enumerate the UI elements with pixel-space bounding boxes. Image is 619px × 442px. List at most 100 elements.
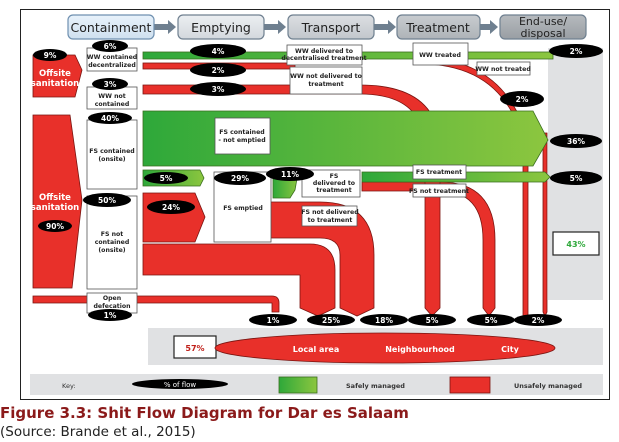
- percent-value: 24%: [162, 203, 180, 212]
- percent-ellipse: [190, 44, 246, 58]
- stage-containment[interactable]: Containment: [67, 14, 155, 40]
- key-unsafe-label: Unsafely managed: [514, 382, 582, 390]
- percent-value: 3%: [104, 80, 117, 89]
- safe-total-value: 43%: [566, 240, 585, 249]
- percent-value: 9%: [44, 51, 57, 60]
- label-fs-contained: FS contained(onsite): [89, 148, 134, 163]
- badge-outflow: 5%: [408, 314, 456, 326]
- stage-treatment[interactable]: Treatment: [396, 14, 481, 40]
- figure-caption-source: (Source: Brande et al., 2015): [0, 424, 196, 440]
- badge-fs-delivered: 11%: [266, 167, 314, 181]
- percent-ellipse: [190, 63, 246, 77]
- percent-badges: 9%90%6%3%40%50%1%4%2%3%5%24%29%11%2%2%36…: [33, 40, 603, 326]
- box-fs-not-delivered: [301, 205, 358, 227]
- percent-value: 2%: [516, 95, 529, 104]
- percent-ellipse: [266, 167, 314, 181]
- stage-label: Treatment: [405, 20, 470, 35]
- key-unsafe-swatch: [449, 376, 491, 394]
- percent-value: 6%: [104, 42, 117, 51]
- flow-fs-not-contained: [142, 243, 336, 317]
- percent-ellipse: [408, 314, 456, 326]
- label-fs-not-emptied: FS contained- not emptied: [218, 129, 265, 144]
- stage-transport[interactable]: Transport: [287, 14, 375, 40]
- percent-value: 1%: [267, 316, 280, 325]
- percent-ellipse: [88, 112, 132, 124]
- label-fs-treatment: FS treatment: [416, 169, 462, 176]
- stage-label: Transport: [301, 20, 361, 35]
- percent-ellipse: [360, 314, 408, 326]
- percent-value: 5%: [570, 174, 583, 183]
- impact-ellipse: [214, 332, 556, 364]
- label-fs-emptied: FS emptied: [223, 205, 263, 212]
- stage-connectors: [153, 20, 498, 34]
- percent-ellipse: [147, 200, 195, 214]
- percent-ellipse: [549, 44, 603, 58]
- stage-label: Emptying: [191, 20, 251, 35]
- impact-local-area: Local area: [293, 345, 339, 354]
- percent-ellipse: [550, 171, 602, 185]
- stage-emptying[interactable]: Emptying: [177, 14, 265, 40]
- percent-value: 29%: [231, 174, 249, 183]
- badge-enduse-ww: 2%: [549, 44, 603, 58]
- percent-value: 2%: [532, 316, 545, 325]
- badge-ww-not-contained: 3%: [92, 78, 128, 90]
- badge-fs-emptied: 29%: [214, 171, 266, 185]
- percent-value: 5%: [485, 316, 498, 325]
- badge-outflow: 25%: [307, 314, 355, 326]
- stage-label: End-use/: [519, 15, 567, 28]
- badge-ww-not-treated: 2%: [500, 91, 544, 107]
- source-onsite-sanitation[interactable]: [32, 114, 83, 289]
- impact-neighbourhood: Neighbourhood: [385, 345, 455, 354]
- flow-open-defecation: [32, 295, 280, 313]
- percent-ellipse: [144, 172, 188, 184]
- svg-text:disposal: disposal: [520, 27, 565, 40]
- badge-offsite: 9%: [33, 49, 67, 61]
- percent-ellipse: [214, 171, 266, 185]
- percent-ellipse: [307, 314, 355, 326]
- badge-outflow: 2%: [514, 314, 562, 326]
- badge-fs-emptied-unsafe: 24%: [147, 200, 195, 214]
- label-fs-not-treatment: FS not treatment: [409, 188, 469, 195]
- stage-end-use-disposal[interactable]: End-use/ disposal: [499, 14, 587, 40]
- box-fs-not-emptied-label: [214, 117, 271, 155]
- badge-ww-decentralized: 6%: [92, 40, 128, 52]
- flow-fs-not-emptied: [142, 110, 549, 167]
- percent-value: 2%: [212, 66, 225, 75]
- badge-enduse-fs-not-emptied: 36%: [550, 134, 602, 148]
- badge-fs-emptied-safe: 5%: [144, 172, 188, 184]
- label-ww-not-treated: WW not treated: [475, 66, 531, 73]
- percent-ellipse: [88, 309, 132, 321]
- key-flow-label: % of flow: [164, 381, 197, 389]
- box-fs-not-contained: [86, 195, 138, 290]
- stage-label-line2: disposal: [520, 27, 565, 40]
- percent-ellipse: [500, 91, 544, 107]
- percent-value: 11%: [281, 170, 299, 179]
- badge-fs-contained: 40%: [88, 112, 132, 124]
- percent-ellipse: [249, 314, 297, 326]
- percent-value: 3%: [212, 85, 225, 94]
- percent-ellipse: [92, 40, 128, 52]
- percent-value: 5%: [426, 316, 439, 325]
- percent-value: 40%: [101, 114, 119, 123]
- badge-fs-not-contained: 50%: [83, 193, 131, 207]
- source-offsite-sanitation[interactable]: [32, 54, 83, 98]
- percent-value: 36%: [567, 137, 585, 146]
- badge-open-defecation: 1%: [88, 309, 132, 321]
- unsafe-total-value: 57%: [185, 344, 204, 353]
- percent-ellipse: [190, 82, 246, 96]
- label-ww-treated: WW treated: [419, 52, 461, 59]
- box-ww-treated: [412, 42, 469, 66]
- percent-ellipse: [467, 314, 515, 326]
- box-ww-not-treated: [476, 61, 531, 76]
- shit-flow-diagram: Containment Emptying Transport Treatment…: [30, 14, 603, 395]
- badge-onsite: 90%: [38, 220, 72, 232]
- badge-ww-unsafe-3: 3%: [190, 82, 246, 96]
